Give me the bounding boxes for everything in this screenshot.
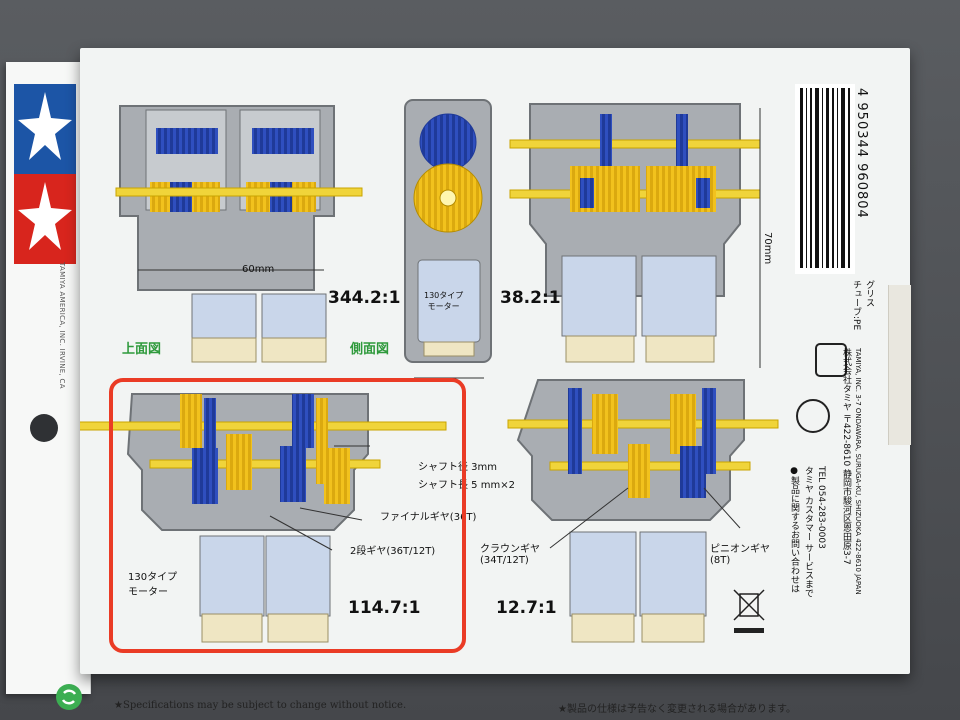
barcode-number: 4 950344 960804 xyxy=(854,88,869,219)
shaft-diameter-label: シャフト径 3mm xyxy=(418,462,498,473)
side-motor-label: 130タイプ モーター xyxy=(424,291,464,311)
shaft-length-label: シャフト長 5 mm×2 xyxy=(418,480,515,491)
hang-hole xyxy=(30,414,58,442)
tamiya-logo xyxy=(14,84,76,264)
flap-fine-print xyxy=(16,502,71,672)
crown-gear-label: クラウンギヤ (34T/12T) xyxy=(480,544,540,566)
contact-line-1: ●製品に関するお問い合わせは xyxy=(789,466,799,593)
contact-line-2: タミヤ カスタマー サービスまで xyxy=(803,466,813,598)
gearbox-diagrams xyxy=(80,84,855,643)
height-dimension: 70mm xyxy=(762,232,773,265)
diagram-12 xyxy=(507,379,779,643)
ratio-114: 114.7:1 xyxy=(348,598,421,618)
spec-note-jp: ★製品の仕様は予告なく変更される場合があります。 xyxy=(558,704,796,715)
ratio-12: 12.7:1 xyxy=(496,598,557,618)
motor-label: 130タイプ モーター xyxy=(128,572,178,598)
address-en: TAMIYA, INC. 3-7 ONDAWARA, SURUGA-KU, SH… xyxy=(854,348,862,595)
flap-brand-text: TAMIYA AMERICA, INC. IRVINE, CA xyxy=(58,262,66,389)
pinion-gear-label: ピニオンギヤ (8T) xyxy=(710,544,770,566)
box-side-flap: TAMIYA AMERICA, INC. IRVINE, CA xyxy=(6,62,91,710)
spec-note-en: ★Specifications may be subject to change… xyxy=(114,700,407,711)
diagram-38 xyxy=(509,103,761,368)
recycle-mark-icon xyxy=(796,399,830,433)
diagram-114 xyxy=(80,393,447,643)
contact-tel: TEL 054-283-0003 xyxy=(816,466,826,549)
pla-mark-icon xyxy=(815,343,847,377)
barcode xyxy=(795,84,855,274)
width-dimension: 60mm xyxy=(242,264,275,275)
grease-tube-label: グリス チューブ:PE xyxy=(851,280,874,331)
bin-icon xyxy=(733,589,765,633)
diagram-side-view xyxy=(404,99,492,379)
ratio-38: 38.2:1 xyxy=(500,288,561,308)
gearbox-package-back: 60mm 上面図 側面図 344.2:1 38.2:1 114.7:1 12.7… xyxy=(80,48,910,715)
ratio-344: 344.2:1 xyxy=(328,288,401,308)
highlight-box-114 xyxy=(109,378,466,653)
diagram-top-view-344 xyxy=(115,105,363,363)
recycle-icon xyxy=(56,684,82,710)
box-edge-strip xyxy=(888,285,911,445)
top-view-label: 上面図 xyxy=(122,342,162,357)
side-view-label: 側面図 xyxy=(350,342,390,357)
address-jp: 株式会社タミヤ 〒422-8610 静岡市駿河区恩田原3-7 xyxy=(841,348,851,565)
two-stage-gear-label: 2段ギヤ(36T/12T) xyxy=(350,546,436,557)
final-gear-label: ファイナルギヤ(36T) xyxy=(380,512,477,523)
